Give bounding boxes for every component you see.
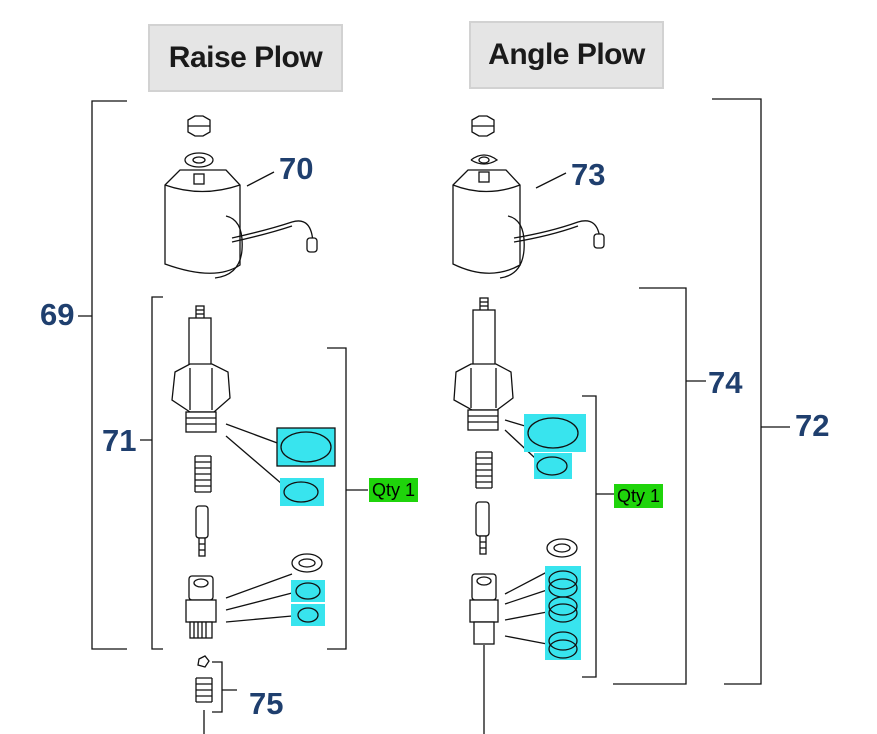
oring-large-angle-highlight (524, 414, 586, 452)
callout-70: 70 (279, 151, 314, 186)
oring-b-raise-highlight (291, 604, 325, 626)
pin-raise-icon (195, 505, 209, 557)
seal-highlights (276, 414, 586, 660)
oring-small-raise-highlight (280, 478, 324, 506)
poppet-raise-icon (185, 575, 217, 639)
bracket-75 (212, 661, 237, 713)
valve-cartridge-angle-icon (453, 297, 514, 431)
bracket-69 (78, 100, 127, 650)
callout-73: 73 (571, 157, 606, 192)
check-ball-icon (197, 655, 210, 668)
washer-angle-icon (546, 538, 578, 558)
spring-raise-icon (194, 455, 212, 493)
oring-large-raise-highlight (276, 427, 336, 467)
spring-75-icon (195, 677, 213, 703)
callout-75: 75 (249, 686, 284, 721)
bracket-qty-angle (582, 395, 614, 678)
callout-71: 71 (102, 423, 137, 458)
pin-angle-icon (475, 501, 490, 555)
poppet-angle-icon (469, 573, 499, 645)
bracket-71 (140, 296, 163, 650)
callout-74: 74 (708, 365, 743, 400)
qty-label-angle: Qty 1 (614, 484, 664, 508)
valve-cartridge-raise-icon (171, 305, 231, 433)
solenoid-raise-icon (164, 115, 318, 279)
bracket-74 (613, 287, 706, 685)
callout-72: 72 (795, 408, 830, 443)
washer-raise-icon (291, 553, 323, 573)
bracket-qty-raise (327, 347, 368, 650)
qty-label-raise: Qty 1 (369, 478, 419, 502)
angle-plow-title: Angle Plow (469, 21, 664, 89)
callout-69: 69 (40, 297, 75, 332)
raise-plow-title: Raise Plow (148, 24, 343, 92)
bracket-72 (712, 98, 790, 685)
solenoid-angle-icon (452, 115, 605, 279)
spring-angle-icon (475, 451, 493, 489)
